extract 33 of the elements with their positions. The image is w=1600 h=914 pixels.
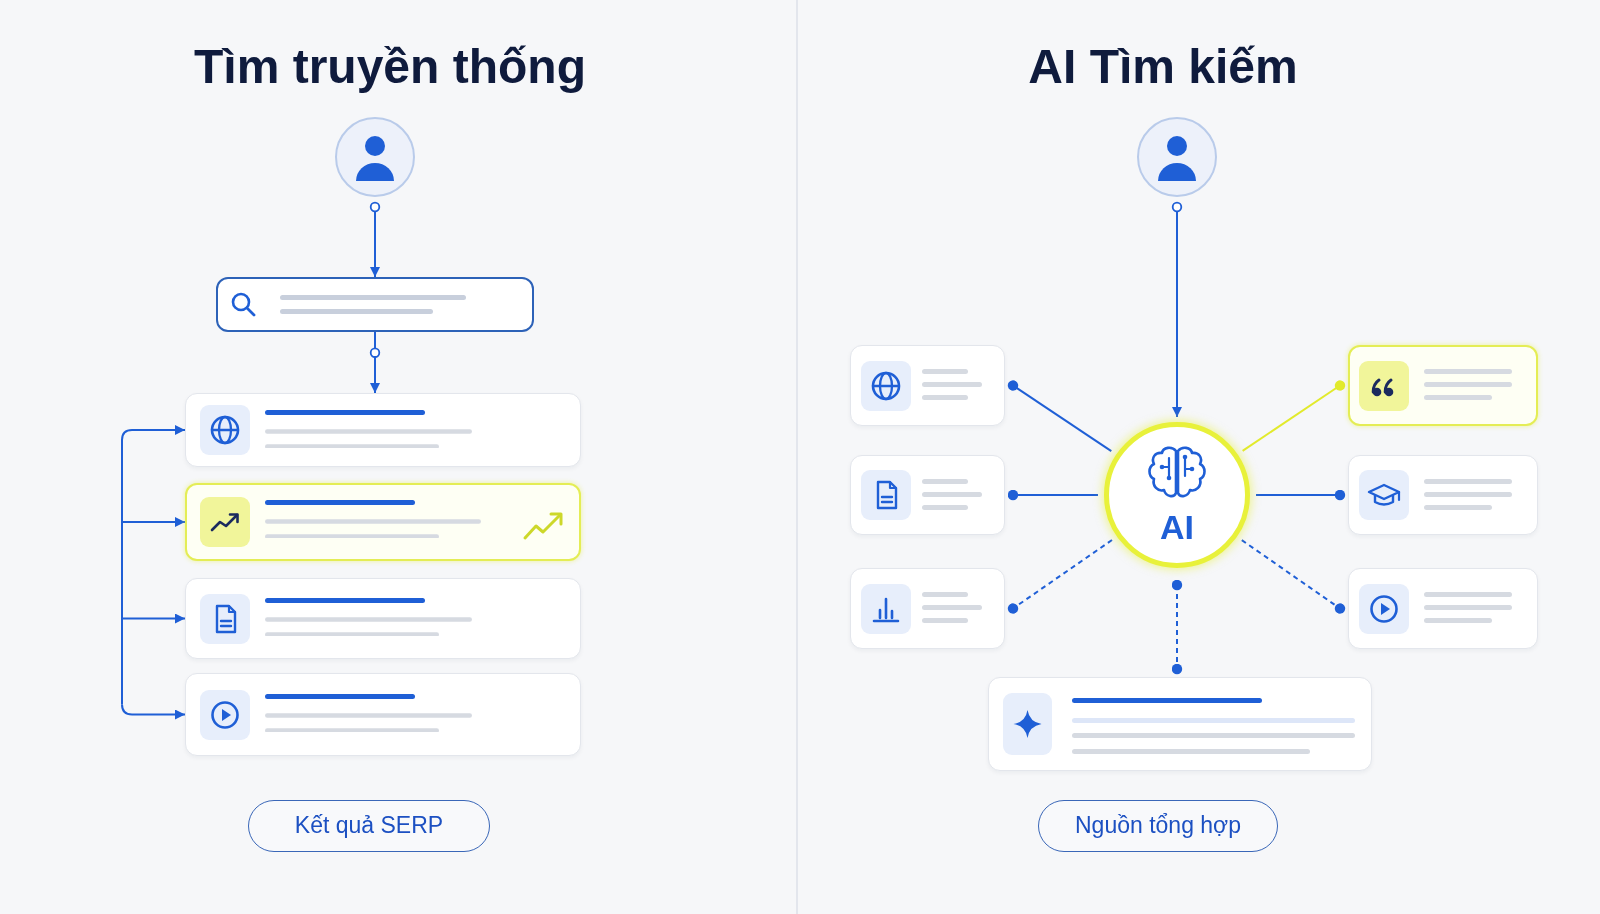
arrow xyxy=(121,703,186,720)
section-tag: Nguồn tổng hợp xyxy=(1038,800,1278,852)
dashed-connector xyxy=(1171,579,1183,675)
connector-line xyxy=(1241,380,1346,452)
connector-line xyxy=(1007,380,1113,453)
arrow xyxy=(121,517,186,527)
dashed-connector xyxy=(1240,539,1346,614)
arrow xyxy=(1171,201,1183,418)
search-field xyxy=(216,277,534,332)
bracket-line xyxy=(121,439,123,706)
result-card xyxy=(185,483,581,561)
arrow xyxy=(121,613,186,624)
ai-hub-circle xyxy=(1104,422,1250,568)
dashed-connector xyxy=(1007,539,1113,614)
panel-title: Tìm truyền thống xyxy=(194,39,586,95)
panel-title: AI Tìm kiếm xyxy=(1028,39,1298,95)
ai-label: AI xyxy=(1160,509,1194,545)
source-card xyxy=(1348,568,1538,649)
result-card xyxy=(185,393,581,467)
result-card xyxy=(185,578,581,659)
source-card xyxy=(850,568,1005,649)
arrow xyxy=(369,331,381,394)
source-card xyxy=(1348,345,1538,426)
connector-line xyxy=(1007,489,1099,501)
connector-line xyxy=(1255,489,1346,501)
section-tag: Kết quả SERP xyxy=(248,800,490,852)
answer-card xyxy=(988,677,1372,771)
source-card xyxy=(850,345,1005,426)
arrow xyxy=(369,201,381,278)
source-card xyxy=(1348,455,1538,535)
source-card xyxy=(850,455,1005,535)
result-card xyxy=(185,673,581,756)
arrow xyxy=(121,425,186,441)
